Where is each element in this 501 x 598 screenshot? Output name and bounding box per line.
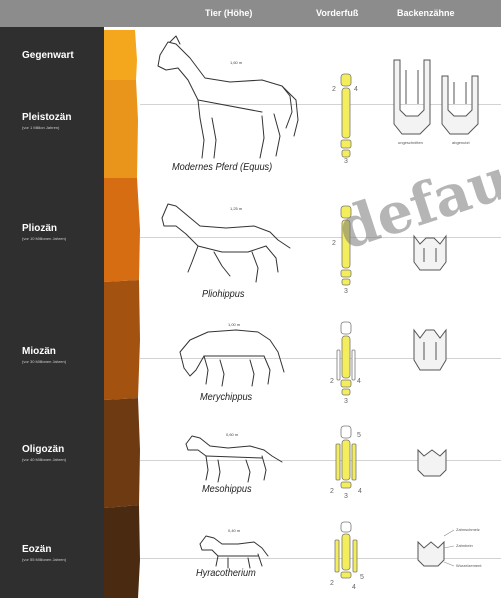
molar-hyracotherium — [418, 530, 454, 566]
molar-merychippus — [414, 330, 446, 370]
tooth-label-enamel: Zahnschmelz — [456, 527, 480, 532]
tooth-label-dentin: Zahnbein — [456, 543, 473, 548]
tooth-label-unworn: ungeschnitten — [398, 140, 423, 145]
tooth-label-cement: Wurzelzement — [456, 563, 482, 568]
molar-mesohippus — [418, 450, 446, 476]
tooth-label-worn: abgenutzt — [452, 140, 470, 145]
molar-equus-worn — [442, 76, 478, 134]
molar-equus-unworn — [394, 60, 430, 134]
molar-pliohippus — [414, 236, 446, 270]
